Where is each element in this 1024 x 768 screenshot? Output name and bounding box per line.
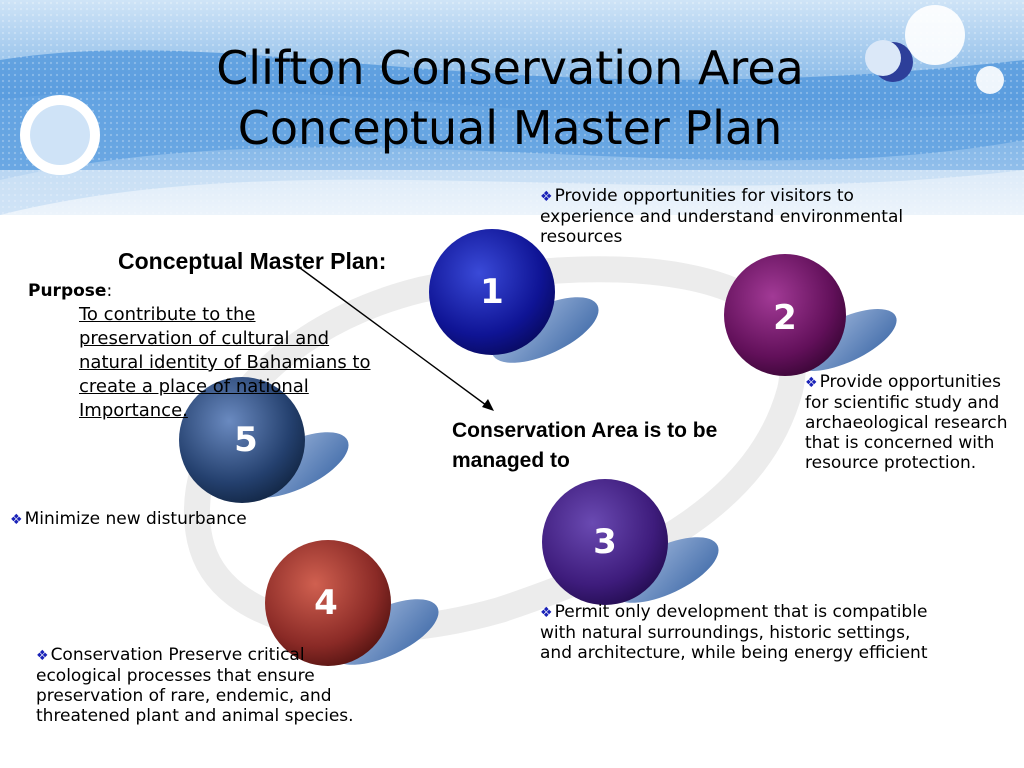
arrowhead [482,399,494,411]
item-5-label: Minimize new disturbance [24,509,247,529]
circle-2 [724,254,846,376]
purpose-label-row: Purpose: [28,281,112,301]
item-5-text: ❖Minimize new disturbance [10,509,310,530]
item-1-label: Provide opportunities for visitors to ex… [540,186,904,247]
bullet-icon: ❖ [540,189,553,205]
circle-2-number: 2 [773,298,797,338]
item-3-text: ❖Permit only development that is compati… [540,602,940,663]
item-2-label: Provide opportunities for scientific stu… [805,372,1008,473]
item-2-text: ❖Provide opportunities for scientific st… [805,372,1010,473]
purpose-colon: : [106,281,113,301]
slide-title-line1: Clifton Conservation Area [216,41,804,95]
circle-5-number: 5 [234,420,258,460]
circle-3-number: 3 [593,522,617,562]
item-4-label: Conservation Preserve critical ecologica… [36,645,354,726]
cycle-diagram [179,229,897,666]
bullet-icon: ❖ [540,605,553,621]
circle-1 [429,229,555,355]
bullet-icon: ❖ [36,648,49,664]
header-banner [0,0,1024,215]
circle-1-number: 1 [480,272,504,312]
circle-3 [542,479,668,605]
slide-title-line2: Conceptual Master Plan [237,101,783,155]
bullet-icon: ❖ [10,512,23,528]
connector-arrow [299,267,491,409]
circle-5 [179,377,305,503]
circle-4-number: 4 [314,583,338,623]
master-plan-heading: Conceptual Master Plan: [118,248,387,274]
item-1-text: ❖Provide opportunities for visitors to e… [540,186,910,247]
purpose-text: To contribute to the preservation of cul… [79,304,371,421]
bullet-icon: ❖ [805,375,818,391]
item-4-text: ❖Conservation Preserve critical ecologic… [36,645,356,726]
item-3-label: Permit only development that is compatib… [540,602,928,663]
circle-4 [265,540,391,666]
center-label: Conservation Area is to be managed to [452,419,718,472]
purpose-label: Purpose [28,281,107,301]
